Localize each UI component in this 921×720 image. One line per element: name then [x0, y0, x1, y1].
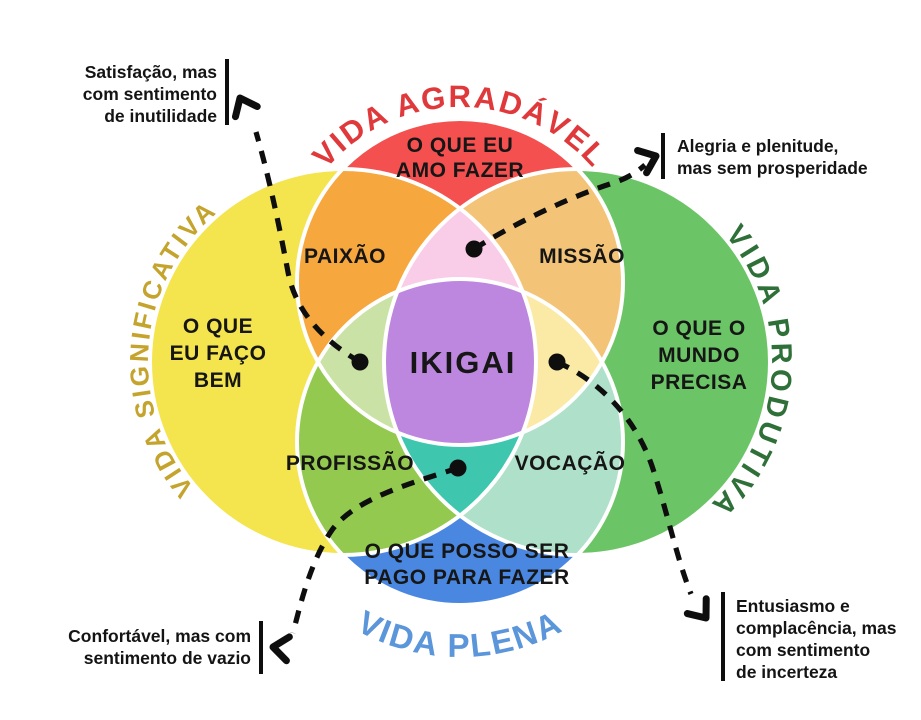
- arrow-line-bottom-right: [555, 359, 694, 595]
- callout-top-left-line1: Satisfação, mas: [85, 62, 218, 82]
- label-bottom-line2: PAGO PARA FAZER: [364, 566, 569, 589]
- outline-bottom-circle: [295, 277, 625, 607]
- label-left-line1: O QUE: [183, 315, 253, 338]
- label-right-line2: MUNDO: [658, 344, 740, 367]
- callout-top-right-line2: mas sem prosperidade: [677, 158, 868, 178]
- arrowhead-bottom-left: [269, 633, 293, 665]
- callout-bar-bottom-left: [259, 621, 263, 674]
- label-passion: PAIXÃO: [304, 245, 386, 268]
- region-triple-top: [384, 169, 536, 445]
- callout-bar-top-left: [225, 59, 229, 125]
- label-right-line1: O QUE O: [652, 317, 745, 340]
- callout-bottom-left-line2: sentimento de vazio: [84, 648, 251, 668]
- label-ikigai: IKIGAI: [410, 345, 517, 380]
- label-left-line3: BEM: [194, 369, 242, 392]
- dot-triple-right: [548, 353, 566, 371]
- arrowhead-top-right: [634, 146, 660, 177]
- region-ikigai-center: [384, 279, 536, 445]
- callout-bottom-left: Confortável, mas com sentimento de vazio: [68, 626, 251, 668]
- callout-top-left-line2: com sentimento: [83, 84, 217, 104]
- arrow-line-bottom-left: [290, 465, 459, 634]
- callout-bottom-right-line1: Entusiasmo e: [736, 596, 850, 616]
- callout-bottom-right-line4: de incerteza: [736, 662, 837, 682]
- dot-triple-bottom: [449, 459, 467, 477]
- label-left-line2: EU FAÇO: [170, 342, 267, 365]
- callout-top-right-line1: Alegria e plenitude,: [677, 136, 838, 156]
- label-profession: PROFISSÃO: [286, 452, 414, 475]
- arrowhead-top-left: [231, 94, 261, 121]
- callout-top-left: Satisfação, mas com sentimento de inutil…: [83, 62, 217, 126]
- callout-bottom-right: Entusiasmo e complacência, mas com senti…: [736, 596, 897, 682]
- label-vocation: VOCAÇÃO: [515, 452, 626, 475]
- callout-bar-bottom-right: [721, 592, 725, 681]
- label-mission: MISSÃO: [539, 245, 625, 268]
- callout-bottom-right-line3: com sentimento: [736, 640, 870, 660]
- title-vida-plena: VIDA PLENA: [352, 603, 568, 664]
- label-top-line2: AMO FAZER: [396, 159, 524, 182]
- label-bottom-line1: O QUE POSSO SER: [365, 540, 570, 563]
- callout-top-right: Alegria e plenitude, mas sem prosperidad…: [677, 136, 868, 178]
- label-right-line3: PRECISA: [651, 371, 748, 394]
- callout-top-left-line3: de inutilidade: [104, 106, 217, 126]
- callout-bottom-left-line1: Confortável, mas com: [68, 626, 251, 646]
- callout-bar-top-right: [661, 133, 665, 179]
- outline-top-circle: [295, 117, 625, 447]
- arrowhead-bottom-right: [683, 595, 710, 622]
- arrow-line-top-left: [253, 131, 362, 365]
- label-top-line1: O QUE EU: [407, 134, 514, 157]
- dot-triple-left: [351, 353, 369, 371]
- dot-triple-top: [465, 240, 483, 258]
- callout-bottom-right-line2: complacência, mas: [736, 618, 897, 638]
